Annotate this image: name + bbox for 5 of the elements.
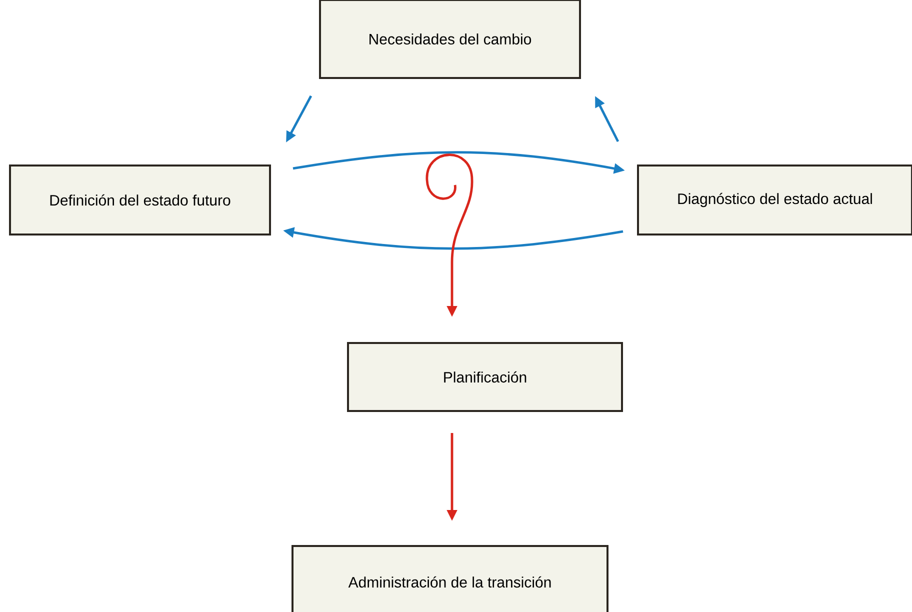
process-box: Planificación [347, 342, 623, 412]
process-box: Administración de la transición [292, 545, 608, 612]
process-box: Necesidades del cambio [319, 0, 581, 79]
process-box: Definición del estado futuro [9, 164, 271, 236]
process-box: Diagnóstico del estado actual [637, 164, 912, 236]
